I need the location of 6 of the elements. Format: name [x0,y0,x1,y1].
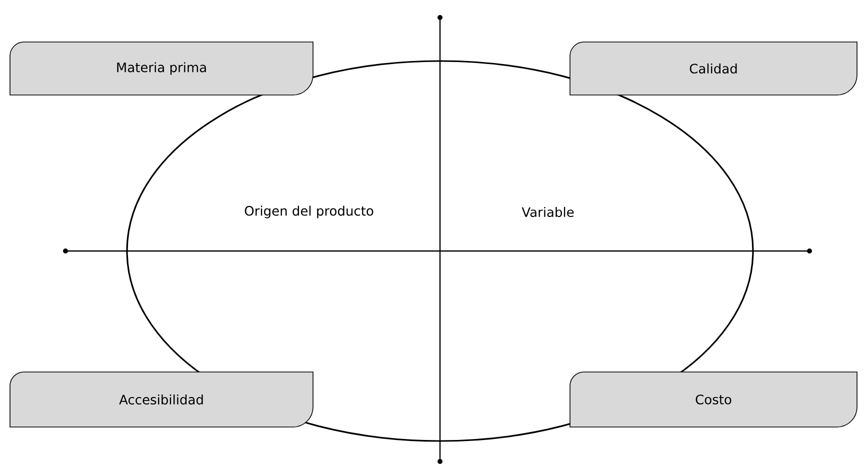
tab-box: Costo [570,372,858,428]
quadrant-label: Origen del producto [244,206,374,218]
tab-box: Materia prima [10,42,314,96]
quadrant-label: Variable [522,206,574,218]
tab-box: Calidad [570,42,858,96]
tab-box: Accesibilidad [10,372,314,428]
